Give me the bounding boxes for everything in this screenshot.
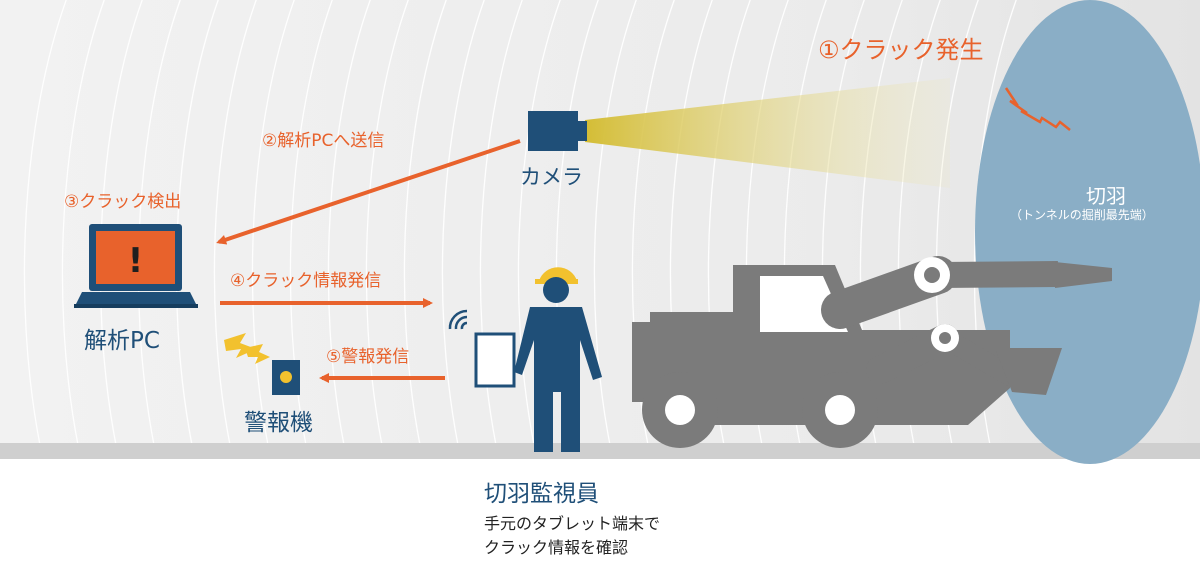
tunnel-rib (251, 0, 295, 446)
face-subtitle: （トンネルの掘削最先端） (1010, 208, 1154, 222)
step4-label: ④クラック情報発信 (230, 271, 382, 291)
step5-label: ⑤警報発信 (326, 347, 410, 367)
tunnel-rib (365, 0, 409, 446)
tunnel-rib (213, 0, 257, 446)
tablet-icon (474, 332, 516, 388)
tunnel-rib (327, 0, 371, 446)
tunnel-rib (593, 0, 637, 446)
crack-icon (1004, 87, 1071, 131)
tunnel-rib (99, 0, 143, 446)
monitor-title: 切羽監視員 (484, 481, 599, 507)
worker-icon (514, 267, 602, 452)
step2-label: ②解析PCへ送信 (262, 131, 385, 151)
lightning-icon (224, 333, 270, 364)
tunnel-ribs (23, 0, 1017, 446)
face-title: 切羽 (1086, 184, 1126, 208)
screen-symbol: ! (128, 241, 144, 281)
camera-icon (528, 111, 587, 151)
monitor-desc-line2: クラック情報を確認 (484, 538, 629, 557)
tunnel-rib (517, 0, 561, 446)
tunnel-rib (403, 0, 447, 446)
tunnel-rib (175, 0, 219, 446)
alarm-label: 警報機 (244, 410, 313, 436)
step1-label: ①クラック発生 (818, 36, 984, 64)
tunnel-face (975, 0, 1200, 464)
tunnel-rib (137, 0, 181, 446)
tunnel-rib (61, 0, 105, 446)
monitor-desc-line1: 手元のタブレット端末で (484, 514, 661, 533)
pc-icon (74, 224, 198, 308)
tunnel-rib (441, 0, 485, 446)
camera-beam (585, 78, 950, 188)
wifi-icon (448, 309, 468, 330)
alarm-icon (272, 360, 300, 395)
tunnel-rib (23, 0, 67, 446)
excavator-icon (632, 256, 1112, 448)
analysis-pc-label: 解析PC (84, 328, 160, 354)
camera-label: カメラ (520, 165, 583, 189)
arrow-camera-to-pc (216, 139, 521, 245)
tunnel-floor (0, 443, 1200, 459)
step3-label: ③クラック検出 (64, 192, 182, 212)
